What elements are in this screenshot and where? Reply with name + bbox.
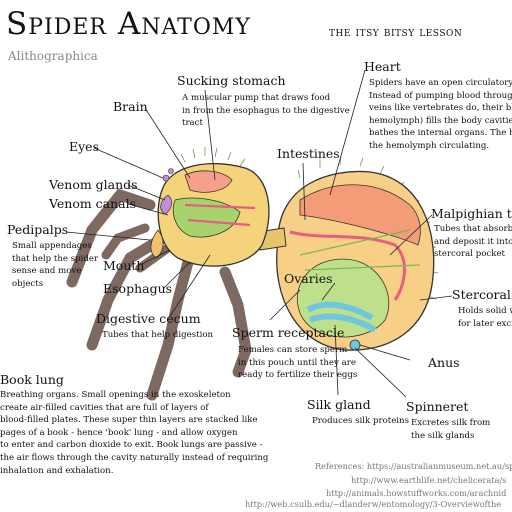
sperm-receptacle-desc-line: Females can store sperm <box>238 345 348 355</box>
heart-desc-line: Instead of pumping blood through <box>369 90 512 101</box>
malpighian-description: Tubes that absorb and deposit it into st… <box>434 223 512 261</box>
stercoral-desc-line: Holds solid w <box>458 306 512 316</box>
page-title: Spider Anatomy <box>6 6 251 42</box>
malpighian-desc-line: stercoral pocket <box>434 249 505 260</box>
label-digestive-cecum: Digestive cecum <box>96 311 201 326</box>
book-lung-desc-line: blood-filled plates. These super thin la… <box>0 415 258 426</box>
label-intestines: Intestines <box>277 146 340 161</box>
pedipalps-desc-line: Small appendages <box>12 241 92 251</box>
digestive-cecum-description: Tubes that help digestion <box>102 330 214 340</box>
book-lung-desc-line: Breathing organs. Small openings in the … <box>0 390 231 400</box>
cephalothorax <box>157 162 270 267</box>
eye-organ <box>162 174 170 182</box>
label-eyes: Eyes <box>69 139 99 154</box>
spider-legs <box>66 188 252 401</box>
label-silk-gland: Silk gland <box>307 397 371 412</box>
silk-gland-description: Produces silk proteins <box>312 416 410 426</box>
spinneret-desc-line: Excretes silk from <box>411 418 491 428</box>
page-subtitle: the itsy bitsy lesson <box>329 25 463 40</box>
pedipalps-desc-line: that help the spider <box>12 253 99 264</box>
label-book-lung: Book lung <box>0 372 64 387</box>
heart-desc-line: bathes the internal organs. The hea <box>369 128 512 139</box>
mouth-part <box>150 229 164 259</box>
book-lung-desc-line: the air flows through the cavity natural… <box>0 452 269 463</box>
digestive-organ <box>172 197 241 238</box>
label-venom-canals: Venom canals <box>49 196 137 211</box>
sperm-receptacle-description: Females can store sperm in this pouch un… <box>238 344 368 382</box>
reference-line: http://web.csulb.edu/~dlanderw/entomolog… <box>245 499 502 509</box>
label-stercoral-pocket: Stercoral p <box>452 287 512 302</box>
silk-gland-organ <box>306 301 377 333</box>
label-heart: Heart <box>364 59 401 74</box>
abdomen <box>276 170 435 351</box>
brand-name: Alithographica <box>8 49 98 63</box>
label-brain: Brain <box>113 99 148 114</box>
heart-desc-line: the hemolymph circulating. <box>369 140 490 151</box>
stercoral-description: Holds solid w for later excre <box>458 305 512 330</box>
label-anus: Anus <box>428 355 460 370</box>
label-ovaries: Ovaries <box>284 271 333 286</box>
book-lung-desc-line: pages of a book - hence 'book' lung - an… <box>0 427 238 438</box>
heart-desc-line: veins like vertebrates do, their bloo <box>369 103 512 114</box>
malpighian-desc-line: and deposit it into <box>434 236 512 247</box>
label-venom-glands: Venom glands <box>49 177 138 192</box>
label-spinneret: Spinneret <box>406 399 469 414</box>
label-esophagus: Esophagus <box>103 281 173 296</box>
pedipalps-desc-line: sense and move <box>12 266 82 277</box>
heart-desc-line: Spiders have an open circulatory sy <box>369 78 512 88</box>
sperm-receptacle-desc-line: ready to fertilize their eggs <box>238 370 358 381</box>
label-mouth: Mouth <box>103 258 145 273</box>
label-pedipalps: Pedipalps <box>7 222 69 237</box>
reference-line: References: https://australianmuseum.net… <box>315 461 512 471</box>
spinneret-desc-line: the silk glands <box>411 430 475 441</box>
sucking-stomach-desc-line: A muscular pump that draws food <box>182 93 331 103</box>
leader-lines <box>65 69 453 398</box>
sucking-stomach-description: A muscular pump that draws food in from … <box>182 92 357 130</box>
stercoral-desc-line: for later excre <box>458 318 512 329</box>
reference-line: http://www.earthlife.net/chelicerata/s <box>351 475 507 485</box>
reference-line: http://animals.howstuffworks.com/arachni… <box>326 488 507 498</box>
book-lung-desc-line: inhalation and exhalation. <box>0 465 114 476</box>
heart-description: Spiders have an open circulatory sy Inst… <box>369 77 512 153</box>
sucking-stomach-desc-line: in from the esophagus to the digestive <box>182 105 350 116</box>
book-lung-desc-line: create air-filled cavities that are full… <box>0 402 209 413</box>
malpighian-desc-line: Tubes that absorb <box>434 224 512 234</box>
brain-organ <box>184 170 233 193</box>
book-lung-description: Breathing organs. Small openings in the … <box>0 389 300 477</box>
label-malpighian-tubules: Malpighian tub <box>431 206 512 221</box>
sperm-receptacle-desc-line: in this pouch until they are <box>238 357 356 368</box>
pedipalps-desc-line: objects <box>12 278 44 289</box>
label-sperm-receptacle: Sperm receptacle <box>232 325 345 340</box>
label-sucking-stomach: Sucking stomach <box>177 73 286 88</box>
book-lung-desc-line: to enter and carbon dioxide to exit. Boo… <box>0 440 263 451</box>
sucking-stomach-desc-line: tract <box>182 118 203 129</box>
pedipalps-description: Small appendages that help the spider se… <box>12 240 117 290</box>
intestine-line <box>289 230 406 301</box>
heart-organ <box>299 184 421 246</box>
spinneret-description: Excretes silk from the silk glands <box>411 417 490 442</box>
heart-desc-line: hemolymph) fills the body cavities a <box>369 115 512 126</box>
